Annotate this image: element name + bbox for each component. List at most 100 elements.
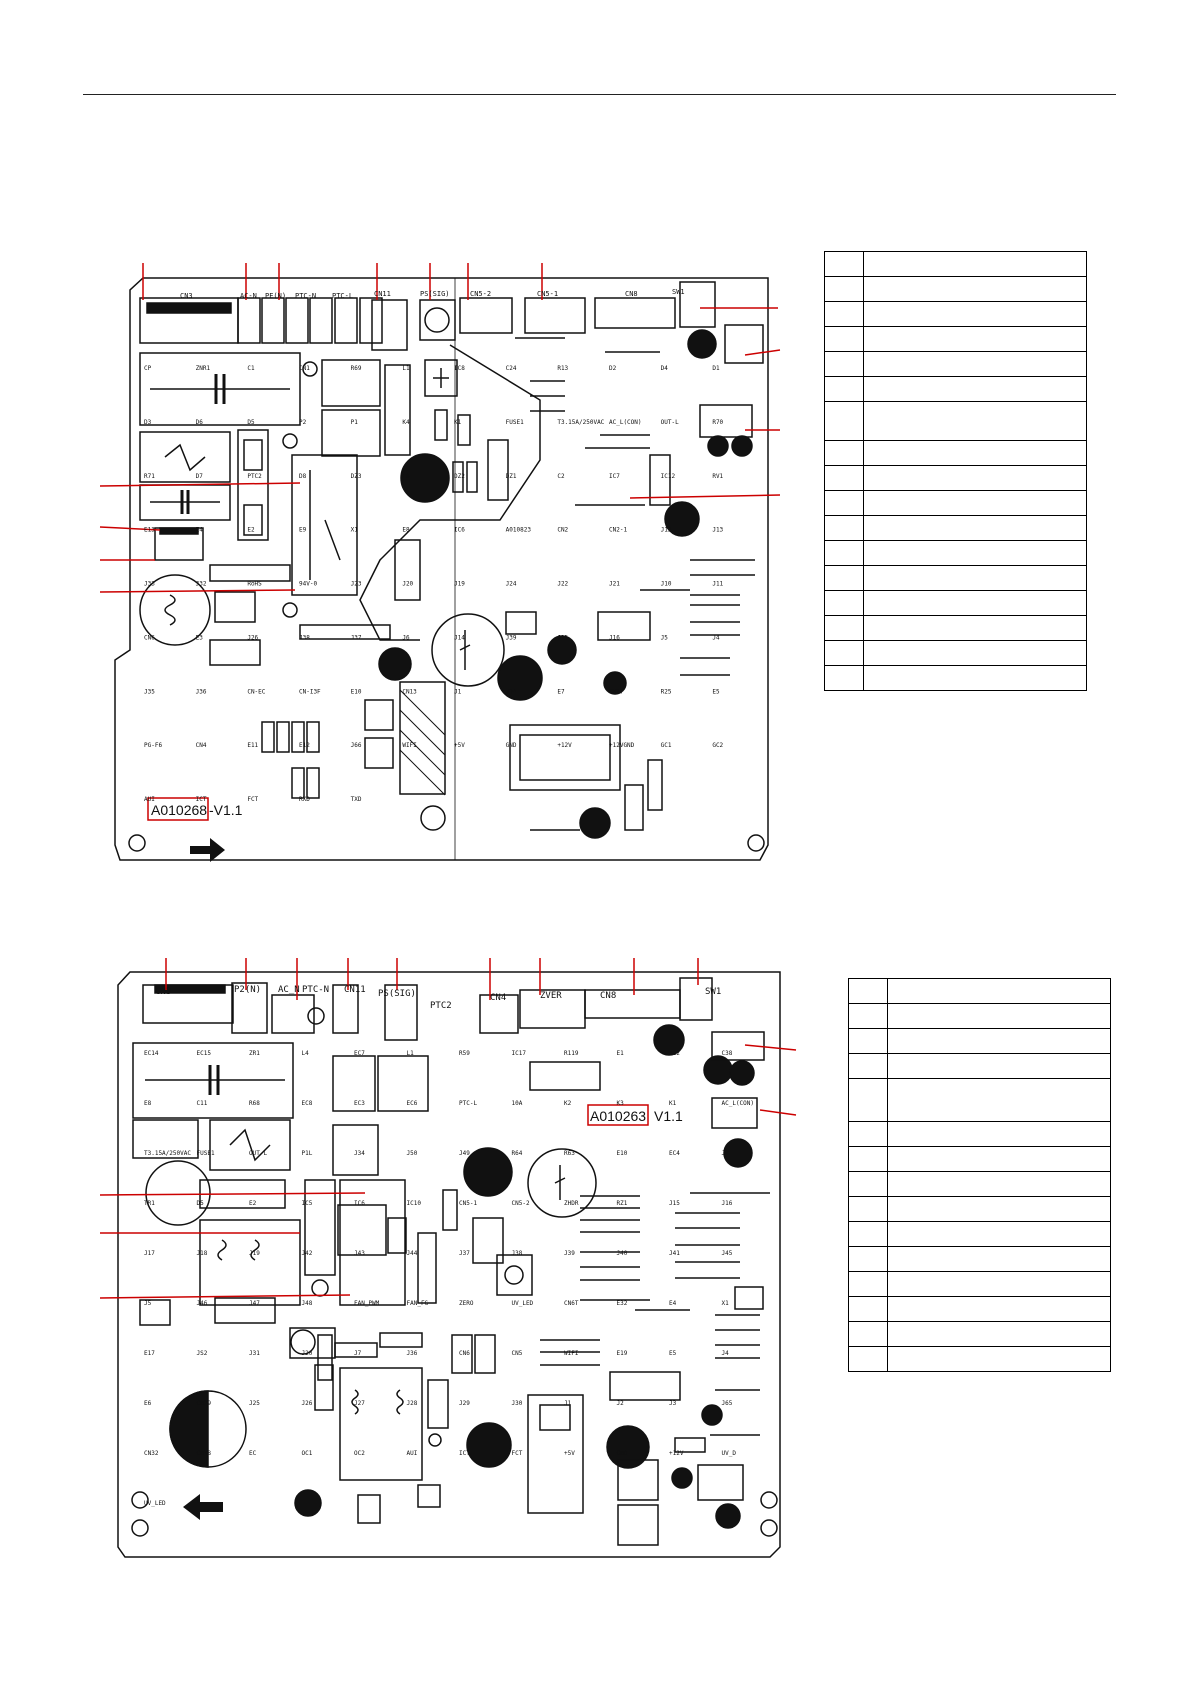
legend-number-cell (848, 978, 888, 1004)
component-label-j22: J22 (557, 581, 568, 588)
legend-row (824, 615, 1087, 641)
component-label-cn13: CN13 (402, 688, 417, 695)
legend-description-cell (863, 401, 1087, 441)
legend-row (848, 1003, 1111, 1029)
component-label-p1l: P1L (302, 1150, 313, 1157)
component-label-j66: J66 (351, 742, 362, 749)
component-label-j31: J31 (249, 1350, 260, 1357)
component-label-d7: D7 (196, 473, 204, 480)
legend-number-cell (848, 1271, 888, 1297)
legend-description-cell (863, 465, 1087, 491)
legend-row (848, 1271, 1111, 1297)
legend-row (848, 1171, 1111, 1197)
component-label-j34: J34 (506, 688, 517, 695)
legend-number-cell (848, 1196, 888, 1222)
component-label-j17: J17 (144, 1250, 155, 1257)
component-label-j49: J49 (459, 1150, 470, 1157)
legend-description-cell (863, 276, 1087, 302)
component-label-j25: J25 (249, 1400, 260, 1407)
legend-number-cell (824, 640, 864, 666)
component-label-j7: J7 (354, 1350, 362, 1357)
component-label-j30: J30 (512, 1400, 523, 1407)
component-label-d4: D4 (661, 365, 669, 372)
component-label-c24: C24 (506, 365, 517, 372)
legend-description-cell (863, 515, 1087, 541)
header-label-ps-sig-: PS(SIG) (420, 290, 450, 298)
component-label-cn6t: CN6T (564, 1300, 579, 1307)
legend-description-cell (863, 376, 1087, 402)
component-label-e11: E11 (247, 742, 258, 749)
component-label-ec6: EC6 (407, 1100, 418, 1107)
top-version-label: -V1.1 (209, 802, 243, 818)
component-label-r13: R13 (557, 365, 568, 372)
component-label-ac-l-con-: AC_L(CON) (609, 419, 642, 426)
legend-number-cell (848, 1246, 888, 1272)
legend-table-top (824, 251, 1087, 691)
component-label-e13: E13 (144, 527, 155, 534)
component-label-ic6: IC6 (454, 527, 465, 534)
component-label-j2: J2 (617, 1400, 625, 1407)
header-label-ac-n: AC_N (278, 985, 300, 995)
component-label-l1: L1 (402, 365, 410, 372)
component-label-dz1: DZ1 (506, 473, 517, 480)
legend-description-cell (887, 1146, 1111, 1172)
component-label-x1: X1 (722, 1300, 730, 1307)
legend-row (824, 251, 1087, 277)
legend-number-cell (824, 515, 864, 541)
component-label-ict: ICT (196, 796, 207, 803)
legend-number-cell (824, 276, 864, 302)
legend-row (824, 276, 1087, 302)
component-label-cn6: CN6 (459, 1350, 470, 1357)
legend-row (848, 1196, 1111, 1222)
component-label-j26: J26 (247, 634, 258, 641)
component-label-l4: L4 (302, 1050, 310, 1057)
component-label-oc2: OC2 (354, 1450, 365, 1457)
header-label-ac-n: AC-N (240, 292, 257, 300)
component-label-e6: E6 (144, 1400, 152, 1407)
legend-row (848, 1296, 1111, 1322)
component-label-e2: E2 (247, 527, 255, 534)
component-label-e4: E4 (669, 1300, 677, 1307)
component-label--5v: +5V (564, 1450, 575, 1457)
legend-row (824, 490, 1087, 516)
component-label-j21: J21 (609, 581, 620, 588)
legend-description-cell (887, 1246, 1111, 1272)
component-label-cn-ec: CN-EC (247, 688, 265, 695)
component-label-ic8: IC8 (454, 365, 465, 372)
component-label-j50: J50 (407, 1150, 418, 1157)
legend-number-cell (848, 1296, 888, 1322)
model-box-top (147, 797, 209, 821)
legend-number-cell (848, 1078, 888, 1122)
component-label-e3: E3 (196, 634, 204, 641)
component-label-pg-f6: PG-F6 (144, 742, 162, 749)
component-label-ic5: IC5 (302, 1200, 313, 1207)
component-label-zhdr: ZHDR (564, 1200, 579, 1207)
header-label-cn5-1: CN5-1 (537, 290, 558, 298)
component-label-cn2: CN2 (557, 527, 568, 534)
header-label-sw1: SW1 (672, 288, 685, 296)
legend-description-cell (887, 1321, 1111, 1347)
legend-number-cell (824, 465, 864, 491)
component-label-j16: J16 (722, 1200, 733, 1207)
component-label--5v: +5V (454, 742, 465, 749)
legend-row (824, 440, 1087, 466)
legend-number-cell (824, 490, 864, 516)
component-label-j40: J40 (617, 1250, 628, 1257)
page-top-rule (83, 94, 1116, 95)
component-label-ptc-l: PTC-L (459, 1100, 477, 1107)
legend-description-cell (863, 326, 1087, 352)
component-label-fct: FCT (512, 1450, 523, 1457)
bottom-version-label: V1.1 (654, 1108, 683, 1124)
component-label-j4: J4 (722, 1350, 730, 1357)
legend-description-cell (863, 251, 1087, 277)
component-label-e5: E5 (712, 688, 720, 695)
component-label-e8: E8 (144, 1100, 152, 1107)
component-label-c2: C2 (557, 473, 565, 480)
component-label-oc1: OC1 (302, 1450, 313, 1457)
legend-description-cell (863, 565, 1087, 591)
component-label-ec7: EC7 (354, 1050, 365, 1057)
legend-row (824, 640, 1087, 666)
legend-description-cell (887, 1196, 1111, 1222)
component-label-d3: D3 (144, 419, 152, 426)
legend-description-cell (887, 1296, 1111, 1322)
